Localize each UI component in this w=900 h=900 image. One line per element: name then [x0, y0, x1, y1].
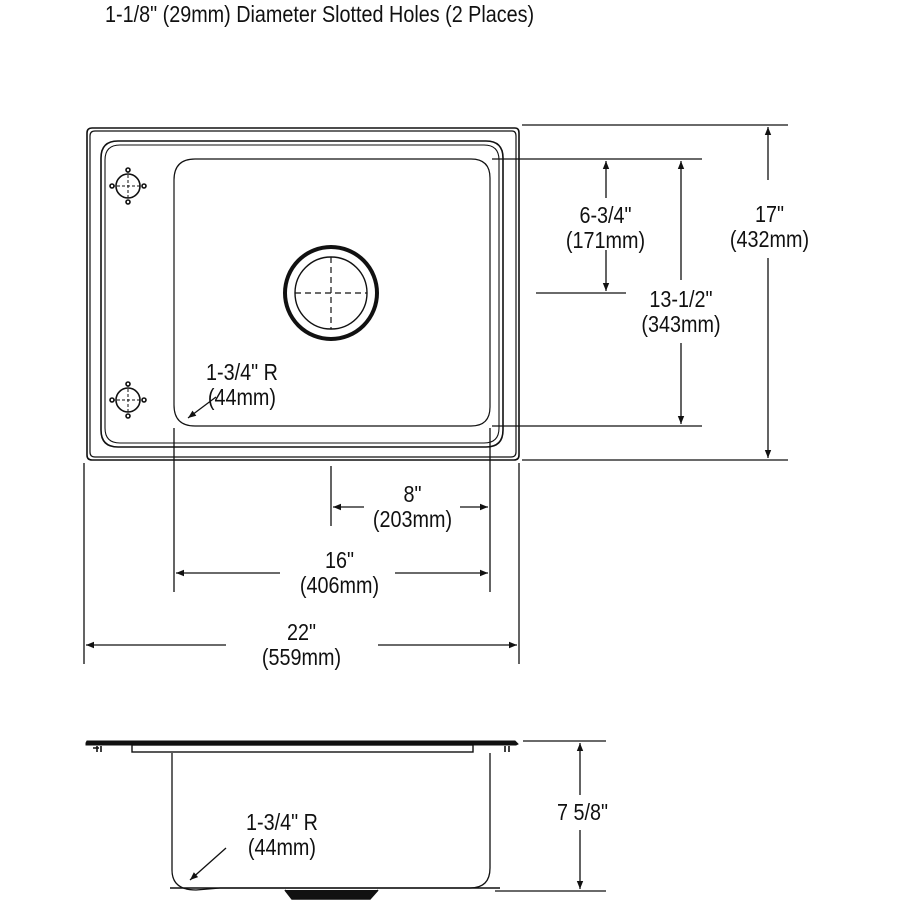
dim-mm: (559mm) — [261, 644, 342, 670]
depth-dimension: 7 5/8" — [537, 799, 628, 825]
dim-mm: (203mm) — [372, 506, 453, 532]
dim-inches: 16" — [324, 547, 355, 573]
drain-icon — [283, 245, 379, 341]
sink-front-view — [85, 740, 519, 900]
sink-outer-rim — [86, 127, 520, 461]
sink-bowl — [173, 158, 491, 427]
dim-mm: (432mm) — [729, 226, 810, 252]
dim-mm: (406mm) — [299, 572, 380, 598]
dim-mm: (44mm) — [247, 834, 317, 860]
dim-inches: 7 5/8" — [556, 799, 609, 825]
faucet-hole-icon — [109, 167, 147, 205]
dim-inches: 17" — [754, 201, 785, 227]
dim-mm: (343mm) — [641, 311, 721, 337]
bowl-width-dimension: 16" (406mm) — [290, 548, 389, 598]
overall-length-dimension: 17" (432mm) — [720, 202, 819, 252]
drain-to-back-dimension: 6-3/4" (171mm) — [556, 203, 655, 253]
dim-inches: 6-3/4" — [579, 202, 632, 228]
dim-inches: 13-1/2" — [649, 286, 713, 312]
faucet-hole-icon — [109, 381, 147, 419]
drain-to-side-dimension: 8" (203mm) — [363, 482, 462, 532]
top-corner-radius-label: 1-3/4" R (44mm) — [206, 360, 278, 410]
dim-inches: 1-3/4" R — [246, 809, 318, 835]
bowl-length-dimension: 13-1/2" (343mm) — [630, 287, 731, 337]
diagram-title: 1-1/8" (29mm) Diameter Slotted Holes (2 … — [105, 1, 535, 27]
overall-width-dimension: 22" (559mm) — [252, 620, 351, 670]
extension-lines — [83, 124, 788, 664]
dim-mm: (171mm) — [565, 227, 646, 253]
front-corner-radius-label: 1-3/4" R (44mm) — [246, 810, 318, 860]
dim-inches: 22" — [286, 619, 317, 645]
dim-mm: (44mm) — [207, 384, 277, 410]
sink-deck — [100, 140, 504, 448]
dim-inches: 1-3/4" R — [206, 359, 278, 385]
dim-inches: 8" — [403, 481, 422, 507]
